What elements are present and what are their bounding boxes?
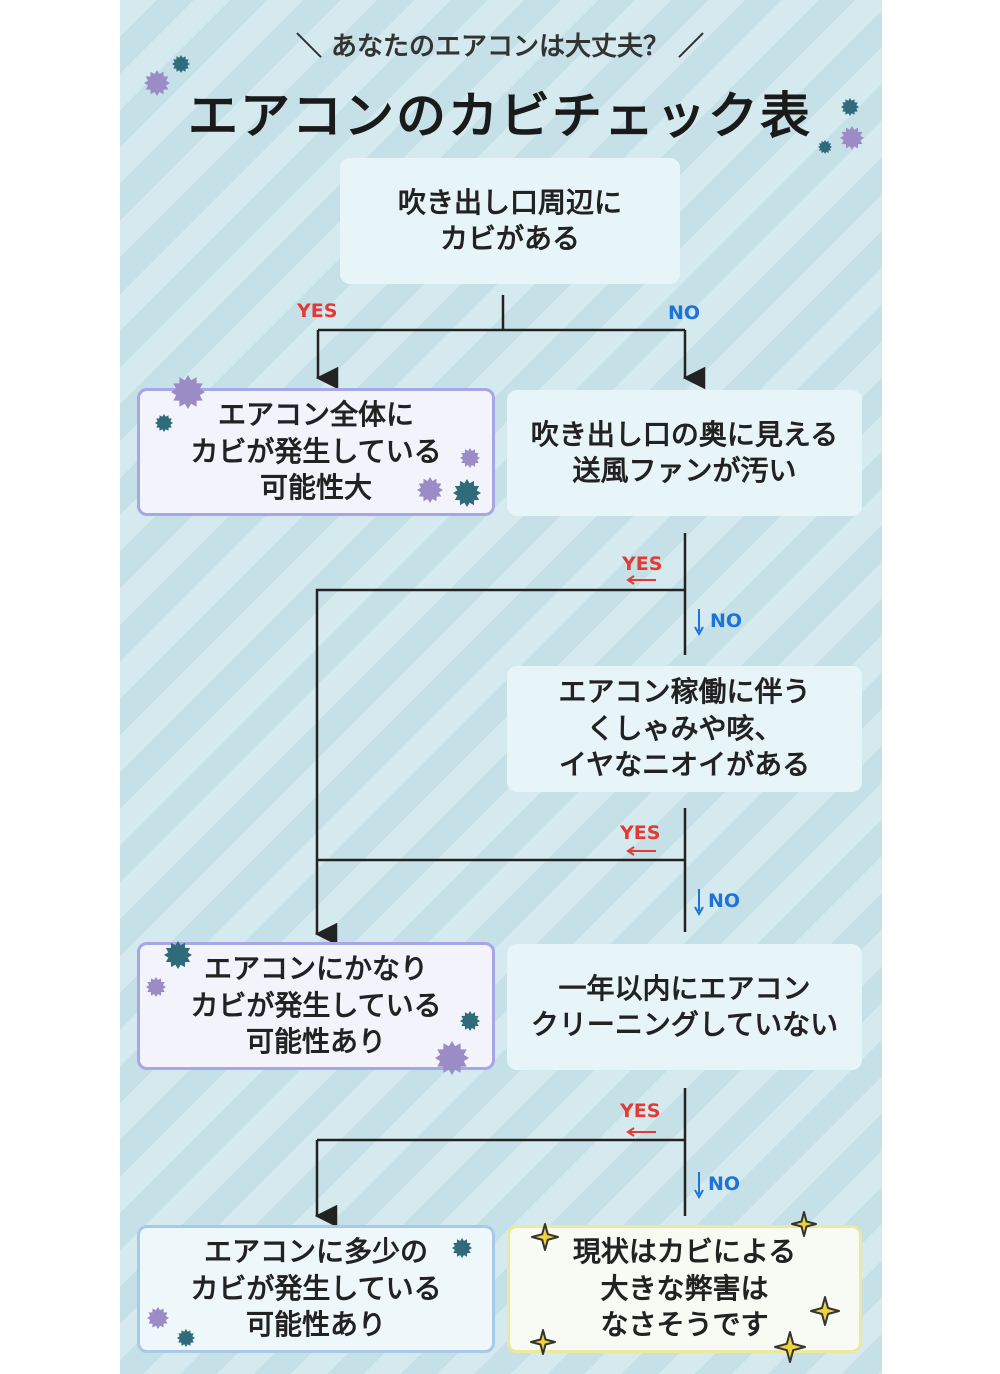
connector-q1: [318, 295, 685, 332]
result-box-4: 現状はカビによる 大きな弊害は なさそうです: [507, 1225, 862, 1353]
question-box-2: 吹き出し口の奥に見える 送風ファンが汚い: [507, 390, 862, 516]
no-label: NO: [668, 302, 701, 324]
yes-arrow-tip-2: [626, 846, 635, 856]
result-box-1: エアコン全体に カビが発生している 可能性大: [137, 388, 495, 516]
question-box-3: エアコン稼働に伴う くしゃみや咳、 イヤなニオイがある: [507, 666, 862, 792]
connector-q4: [317, 1088, 687, 1216]
question-text: 吹き出し口周辺に カビがある: [397, 185, 622, 255]
result-box-2: エアコンにかなり カビが発生している 可能性あり: [137, 942, 495, 1070]
no-arrow-tip-2: [694, 906, 704, 917]
subtitle: ＼ あなたのエアコンは大丈夫？ ／: [295, 32, 705, 62]
page-title: エアコンのカビチェック表: [188, 87, 812, 145]
result-text: エアコンにかなり カビが発生している 可能性あり: [190, 952, 442, 1059]
yes-label: YES: [297, 300, 338, 322]
question-box-4: 一年以内にエアコン クリーニングしていない: [507, 944, 862, 1070]
no-arrow-tip-3: [694, 1189, 704, 1200]
question-text: 一年以内にエアコン クリーニングしていない: [530, 971, 839, 1041]
yes-label: YES: [620, 1100, 661, 1122]
result-text: 現状はカビによる 大きな弊害は なさそうです: [572, 1235, 797, 1342]
result-text: エアコン全体に カビが発生している 可能性大: [190, 398, 442, 505]
connector-q3: [317, 808, 687, 932]
no-label: NO: [708, 1173, 741, 1195]
question-text: エアコン稼働に伴う くしゃみや咳、 イヤなニオイがある: [558, 675, 811, 782]
yes-arrow-tip-3: [626, 1127, 635, 1137]
no-arrow-tip-1: [694, 626, 704, 637]
result-box-3: エアコンに多少の カビが発生している 可能性あり: [137, 1225, 495, 1353]
no-label: NO: [708, 890, 741, 912]
connector-q2: [315, 533, 687, 860]
yes-arrow-tip-1: [626, 575, 635, 585]
question-box-1: 吹き出し口周辺に カビがある: [340, 158, 680, 284]
yes-label: YES: [620, 822, 661, 844]
no-label: NO: [710, 610, 743, 632]
yes-label: YES: [622, 553, 663, 575]
question-text: 吹き出し口の奥に見える 送風ファンが汚い: [530, 417, 839, 487]
result-text: エアコンに多少の カビが発生している 可能性あり: [190, 1235, 442, 1342]
